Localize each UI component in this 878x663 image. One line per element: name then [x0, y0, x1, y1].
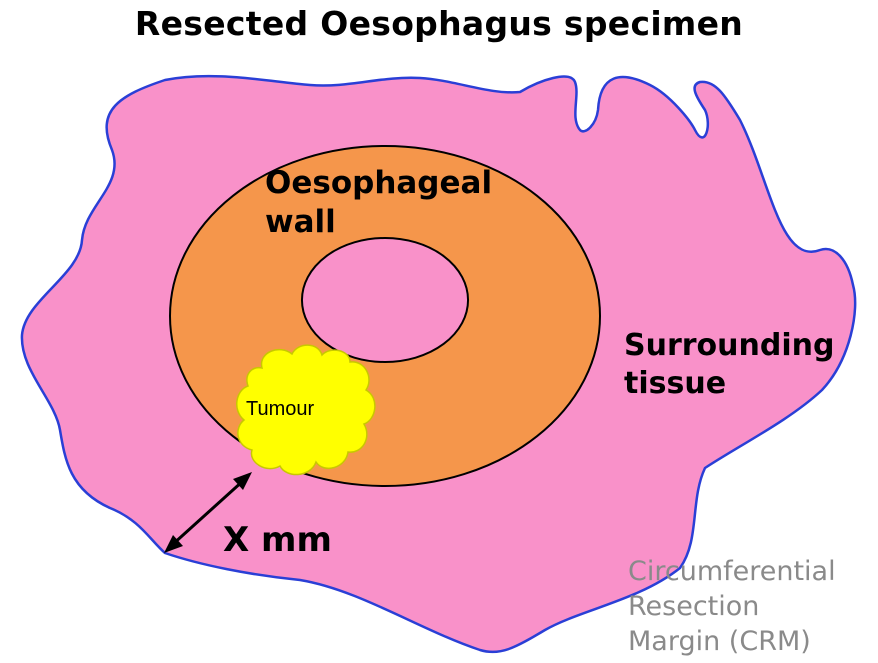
- diagram-title: Resected Oesophagus specimen: [0, 4, 878, 43]
- distance-label: X mm: [223, 519, 332, 562]
- wall-label-line-1: Oesophageal: [265, 164, 492, 203]
- tissue-label-line-2: tissue: [624, 365, 834, 403]
- crm-label-line-2: Resection: [628, 589, 836, 624]
- tumour-label: Tumour: [246, 397, 314, 422]
- tissue-label-line-1: Surrounding: [624, 327, 834, 365]
- wall-label-line-2: wall: [265, 203, 492, 242]
- crm-label-line-3: Margin (CRM): [628, 624, 836, 659]
- crm-label-line-1: Circumferential: [628, 554, 836, 589]
- surrounding-tissue-label: Surrounding tissue: [624, 327, 834, 402]
- crm-label: Circumferential Resection Margin (CRM): [628, 554, 836, 659]
- oesophageal-wall-label: Oesophageal wall: [265, 164, 492, 242]
